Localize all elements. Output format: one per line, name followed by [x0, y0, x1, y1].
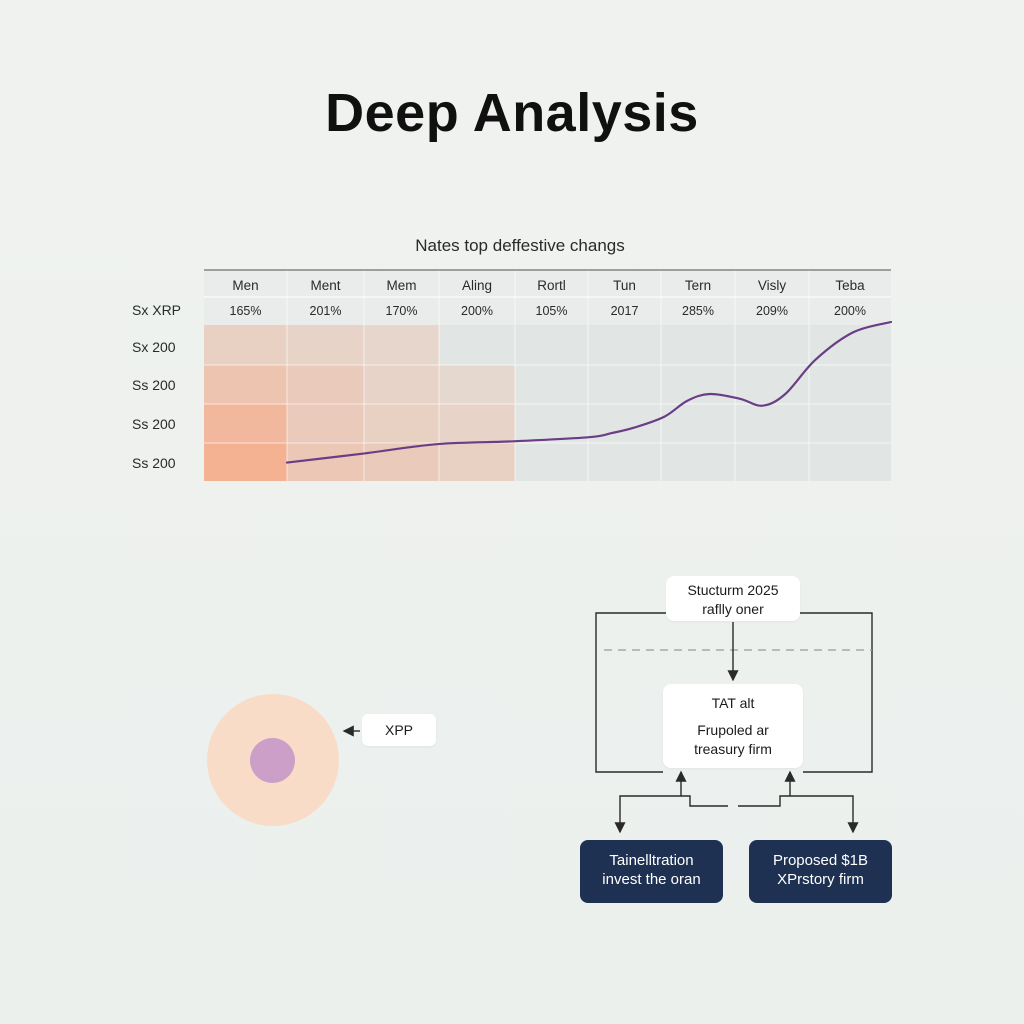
- trend-line: [285, 320, 893, 464]
- xrp-label: XPP: [384, 722, 413, 738]
- heat-cell: [204, 404, 287, 443]
- heat-cell: [439, 443, 515, 481]
- heat-cell: [287, 325, 364, 365]
- column-label: Tern: [685, 278, 711, 293]
- column-value: 285%: [682, 304, 714, 318]
- column-label: Aling: [462, 278, 492, 293]
- xrp-core-dot: [250, 738, 295, 783]
- heat-cell: [364, 404, 439, 443]
- heat-cell: [439, 365, 515, 404]
- xrp-label-box: XPP: [362, 714, 436, 746]
- treasury-box-line2: Frupoled ar: [697, 722, 769, 738]
- chart-title: Nates top deffestive changs: [415, 236, 625, 255]
- proposed-firm-box: Proposed $1B XPrstory firm: [749, 840, 892, 903]
- investment-box-line2: invest the oran: [602, 871, 701, 888]
- structure-box: Stucturm 2025 raflly oner: [666, 576, 800, 621]
- heat-cell: [287, 404, 364, 443]
- treasury-box-line3: treasury firm: [694, 741, 772, 757]
- column-label: Visly: [758, 278, 787, 293]
- row-label: Sx 200: [132, 339, 176, 355]
- row-label: Sx XRP: [132, 302, 181, 318]
- heat-cell: [364, 325, 439, 365]
- column-label: Teba: [835, 278, 865, 293]
- proposed-firm-box-line1: Proposed $1B: [772, 852, 869, 869]
- row-label: Ss 200: [132, 455, 176, 471]
- page-title: Deep Analysis: [325, 83, 699, 143]
- column-value: 165%: [230, 304, 262, 318]
- column-value: 200%: [834, 304, 866, 318]
- row-label: Ss 200: [132, 416, 176, 432]
- structure-box-line2: raflly oner: [702, 601, 764, 617]
- column-value: 170%: [386, 304, 418, 318]
- investment-box-line1: Tainelltration: [609, 852, 694, 869]
- column-value: 2017: [611, 304, 639, 318]
- column-label: Mem: [387, 278, 417, 293]
- column-label: Rortl: [537, 278, 566, 293]
- investment-box: Tainelltration invest the oran: [580, 840, 723, 903]
- proposed-firm-box-line2: XPrstory firm: [777, 871, 864, 888]
- column-label: Ment: [310, 278, 340, 293]
- treasury-box: TAT alt Frupoled ar treasury firm: [663, 684, 803, 768]
- column-value: 201%: [310, 304, 342, 318]
- row-label: Ss 200: [132, 377, 176, 393]
- column-label: Men: [232, 278, 258, 293]
- heat-cell: [439, 404, 515, 443]
- column-value: 209%: [756, 304, 788, 318]
- heat-cell: [204, 325, 287, 365]
- heat-cell: [204, 365, 287, 404]
- heat-cell: [204, 443, 287, 481]
- column-label: Tun: [613, 278, 636, 293]
- heat-cell: [364, 365, 439, 404]
- column-value: 200%: [461, 304, 493, 318]
- column-value: 105%: [536, 304, 568, 318]
- treasury-box-line1: TAT alt: [711, 695, 755, 711]
- heat-cell: [287, 365, 364, 404]
- structure-box-line1: Stucturm 2025: [687, 582, 779, 598]
